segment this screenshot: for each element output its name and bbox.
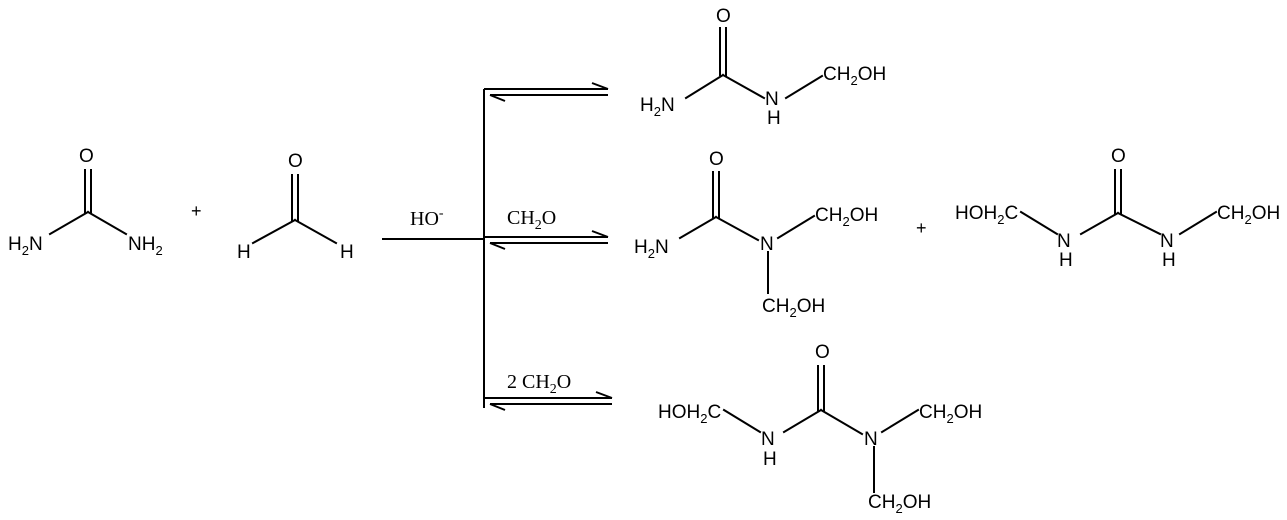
formaldehyde-hydrogen-right: H <box>340 242 354 263</box>
product-middle-molecule: O H2N N CH2OH CH2OH <box>634 149 878 320</box>
bottom-reagent-label: 2 CH2O <box>507 371 571 397</box>
middle-reagent-label: CH2O <box>507 207 556 233</box>
product-middle-second-nh-right: N <box>1160 231 1174 252</box>
urea-amine-left: H2N <box>8 234 43 258</box>
product-plus-sign: + <box>916 218 927 238</box>
product-bottom-n: N <box>864 429 878 450</box>
product-middle-ch2oh-down: CH2OH <box>762 296 825 320</box>
product-bottom-hoh2c: HOH2C <box>658 402 721 426</box>
product-bottom-ch2oh-right: CH2OH <box>919 402 982 426</box>
formaldehyde-oxygen: O <box>288 151 303 172</box>
urea-amine-right: NH2 <box>128 234 163 258</box>
product-top-molecule: O H2N N H CH2OH <box>640 6 886 129</box>
product-bottom-nh-hydrogen: H <box>763 449 777 470</box>
product-top-nh-hydrogen: H <box>767 108 781 129</box>
reactant-plus-sign: + <box>191 201 202 221</box>
product-top-nh: N <box>765 89 779 110</box>
product-bottom-molecule: O HOH2C N H N CH2OH CH2OH <box>658 342 982 516</box>
catalyst-label: HO- <box>410 206 444 230</box>
product-bottom-oxygen: O <box>815 342 830 363</box>
reaction-arrows <box>382 82 613 411</box>
product-middle-second-hoh2c: HOH2C <box>955 203 1018 227</box>
product-middle-second-ch2oh: CH2OH <box>1217 203 1280 227</box>
product-middle-ch2oh-right: CH2OH <box>815 205 878 229</box>
product-top-oxygen: O <box>716 6 731 27</box>
product-middle-second-nh-right-hydrogen: H <box>1162 250 1176 271</box>
product-bottom-ch2oh-down: CH2OH <box>868 492 931 516</box>
urea-molecule: O H2N NH2 <box>8 146 163 258</box>
product-middle-second-molecule: O HOH2C N H N H CH2OH <box>955 146 1280 271</box>
product-middle-amine: H2N <box>634 237 669 261</box>
product-middle-second-nh-left: N <box>1057 231 1071 252</box>
urea-oxygen: O <box>79 146 94 167</box>
product-bottom-nh: N <box>761 429 775 450</box>
product-middle-second-oxygen: O <box>1111 146 1126 167</box>
formaldehyde-molecule: O H H <box>237 151 354 263</box>
formaldehyde-hydrogen-left: H <box>237 242 251 263</box>
product-top-amine: H2N <box>640 95 675 119</box>
product-middle-second-nh-left-hydrogen: H <box>1059 250 1073 271</box>
product-top-ch2oh: CH2OH <box>823 64 886 88</box>
product-middle-n: N <box>760 234 774 255</box>
product-middle-oxygen: O <box>709 149 724 170</box>
